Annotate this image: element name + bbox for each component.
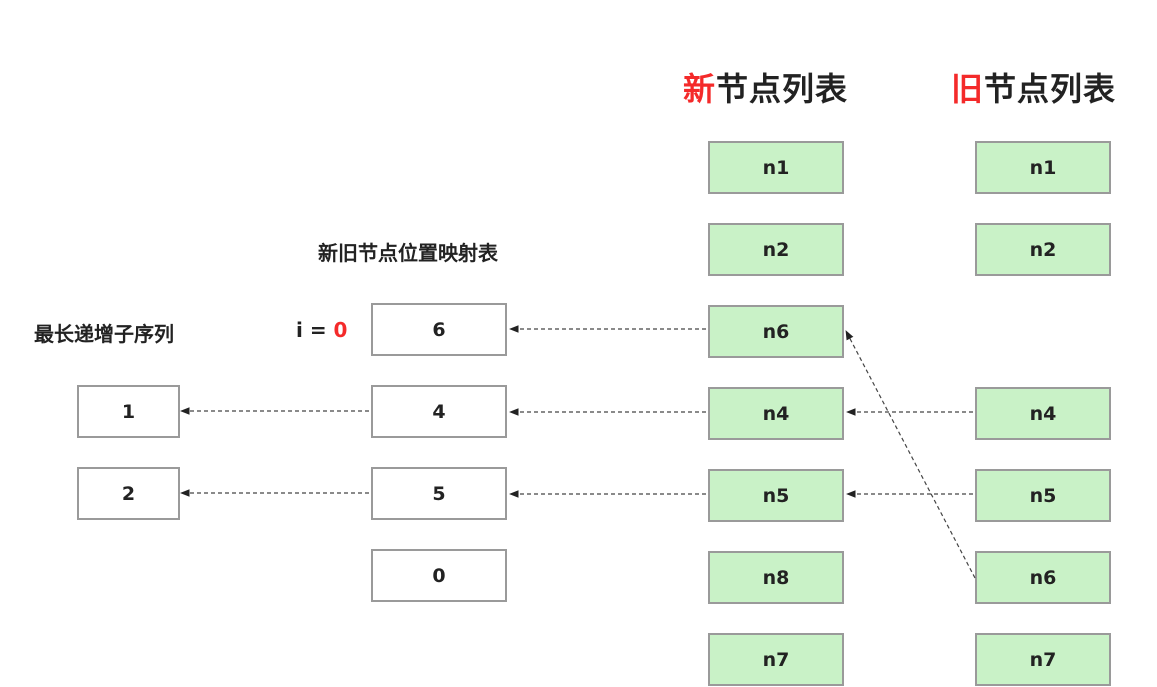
new-node-n2: n2 <box>708 223 844 276</box>
old-title-highlight: 旧 <box>951 70 985 108</box>
new-node-n5: n5 <box>708 469 844 522</box>
new-title-rest: 节点列表 <box>716 70 849 108</box>
new-list-title: 新节点列表 <box>683 64 848 110</box>
arrow-old-n6-to-new <box>845 330 976 579</box>
new-node-n6: n6 <box>708 305 844 358</box>
new-title-highlight: 新 <box>683 70 717 108</box>
map-table-title: 新旧节点位置映射表 <box>318 241 498 265</box>
old-node-n6: n6 <box>975 551 1111 604</box>
map-cell-1: 4 <box>371 385 507 438</box>
new-node-n8: n8 <box>708 551 844 604</box>
old-node-n2: n2 <box>975 223 1111 276</box>
new-node-n4: n4 <box>708 387 844 440</box>
index-label: i = 0 <box>296 318 347 342</box>
map-cell-3: 0 <box>371 549 507 602</box>
map-cell-2: 5 <box>371 467 507 520</box>
lis-cell-1: 2 <box>77 467 180 520</box>
lis-cell-0: 1 <box>77 385 180 438</box>
map-cell-0: 6 <box>371 303 507 356</box>
old-node-n7: n7 <box>975 633 1111 686</box>
old-node-n1: n1 <box>975 141 1111 194</box>
index-label-text: i = <box>296 318 334 342</box>
lis-title: 最长递增子序列 <box>34 322 174 346</box>
old-node-n4: n4 <box>975 387 1111 440</box>
old-title-rest: 节点列表 <box>984 70 1117 108</box>
index-value: 0 <box>333 318 348 342</box>
new-node-n1: n1 <box>708 141 844 194</box>
old-node-n5: n5 <box>975 469 1111 522</box>
old-list-title: 旧节点列表 <box>951 64 1116 110</box>
new-node-n7: n7 <box>708 633 844 686</box>
